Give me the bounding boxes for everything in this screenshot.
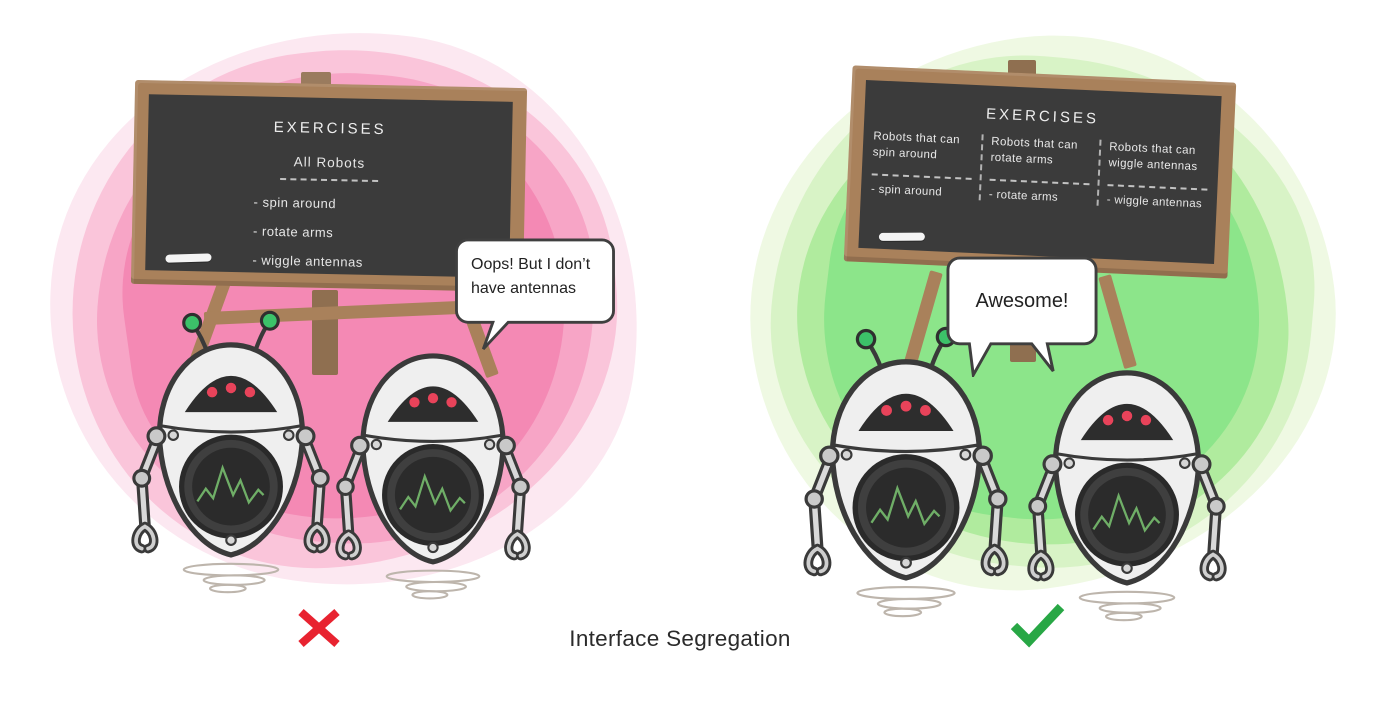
exercise-item: - rotate arms [252,223,334,241]
exercise-item: - wiggle antennas [1106,194,1203,211]
cross-icon [298,609,340,647]
column-header: Robots that can rotate arms [990,135,1079,167]
chalk-underline [280,177,379,183]
exercise-item: - spin around [253,194,337,212]
interface-column: Robots that can wiggle antennas - wiggle… [1096,139,1218,211]
interface-column: Robots that can spin around - spin aroun… [863,129,982,200]
board-title: EXERCISES [985,105,1100,128]
speech-bubble-awesome: Awesome! [946,256,1098,380]
interface-columns: Robots that can spin around - spin aroun… [863,129,1218,211]
speech-bubble-shape [455,238,615,351]
column-header: Robots that can wiggle antennas [1108,141,1198,173]
speech-bubble-text: Oops! But I don’t have antennas [471,256,591,297]
exercise-item: - rotate arms [988,188,1059,204]
page-title: Interface Segregation [569,626,791,651]
chalk-stick [878,232,925,241]
robot-without-antennas [1022,338,1232,622]
speech-bubble-shape [946,256,1098,380]
board-subtitle: All Robots [293,154,366,171]
exercise-item: - spin around [870,183,943,199]
blackboard-surface: EXERCISES Robots that can spin around - … [858,80,1222,264]
check-icon [1010,603,1065,648]
robot-with-antennas [126,310,336,594]
speech-bubble-oops: Oops! But I don’t have antennas [454,238,616,351]
chalk-stick [165,253,212,263]
column-header: Robots that can spin around [872,130,961,161]
exercise-list: - spin around - rotate arms - wiggle ant… [252,187,404,277]
board-title: EXERCISES [273,118,387,139]
easel-center-post [312,290,338,375]
exercise-item: - wiggle antennas [252,252,363,270]
blackboard-right: EXERCISES Robots that can spin around - … [843,65,1237,279]
robot-without-antennas [330,322,536,600]
speech-bubble-text: Awesome! [975,290,1069,312]
interface-column: Robots that can rotate arms - rotate arm… [978,134,1100,206]
